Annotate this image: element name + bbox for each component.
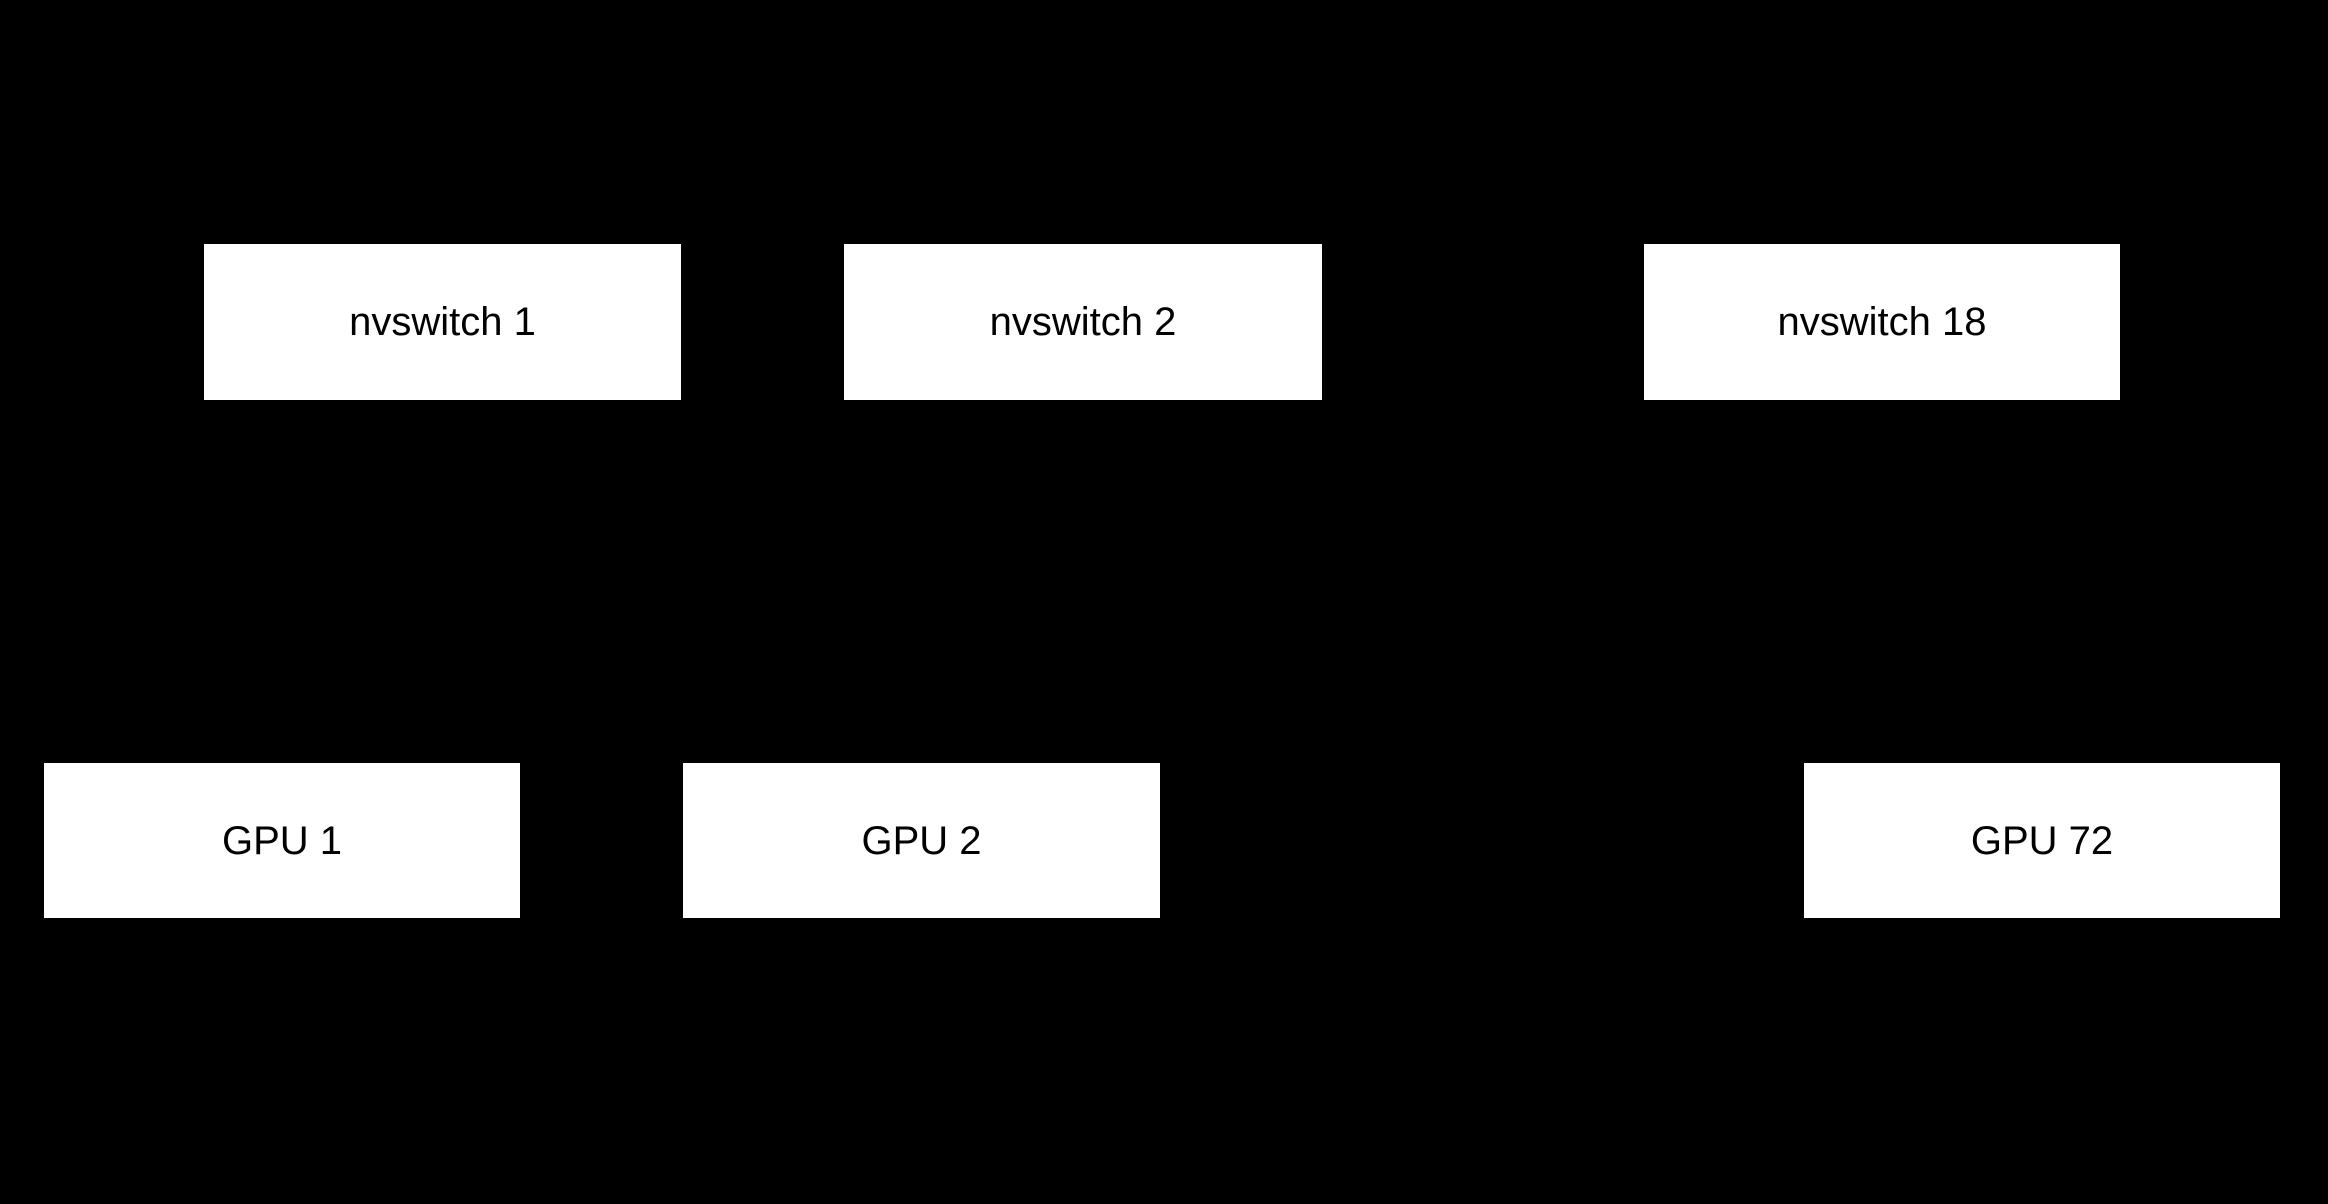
node-label: GPU 1 — [221, 818, 343, 863]
node-label: nvswitch 18 — [1777, 300, 1987, 344]
node-gpu-1[interactable]: GPU 1 — [44, 763, 520, 918]
node-nvswitch-2[interactable]: nvswitch 2 — [844, 244, 1322, 400]
node-nvswitch-1[interactable]: nvswitch 1 — [204, 244, 681, 400]
node-gpu-72[interactable]: GPU 72 — [1804, 763, 2280, 918]
node-label: GPU 72 — [1970, 818, 2114, 863]
node-label: GPU 2 — [861, 818, 982, 863]
node-label: nvswitch 1 — [349, 300, 536, 344]
node-label: nvswitch 2 — [989, 300, 1177, 344]
node-gpu-2[interactable]: GPU 2 — [683, 763, 1160, 918]
node-nvswitch-18[interactable]: nvswitch 18 — [1644, 244, 2120, 400]
